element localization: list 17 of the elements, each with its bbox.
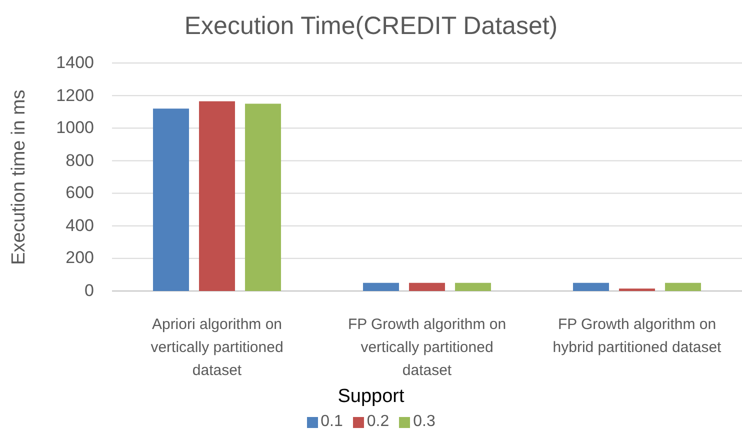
- y-tick-label: 1200: [55, 86, 94, 106]
- legend-label: 0.3: [413, 412, 436, 432]
- chart-title: Execution Time(CREDIT Dataset): [183, 11, 559, 42]
- category-label: FP Growth algorithm on hybrid partitioned dataset: [552, 315, 722, 358]
- y-tick-label: 1400: [55, 53, 94, 73]
- y-tick-label: 400: [64, 216, 94, 236]
- y-tick-label: 0: [84, 281, 94, 301]
- y-tick-label: 1000: [55, 118, 94, 138]
- y-tick-label: 600: [64, 183, 94, 204]
- y-tick-label: 800: [64, 150, 94, 171]
- category-label: FP Growth algorithm on vertically partitioned dataset: [346, 315, 508, 381]
- y-axis-title: Execution time in ms: [8, 89, 31, 265]
- legend-label: 0.2: [366, 412, 390, 432]
- legend-title: Support: [336, 385, 406, 409]
- category-label: Apriori algorithm on vertically partitioned dataset: [150, 315, 284, 381]
- legend-label: 0.1: [320, 412, 343, 432]
- y-tick-label: 200: [64, 248, 94, 268]
